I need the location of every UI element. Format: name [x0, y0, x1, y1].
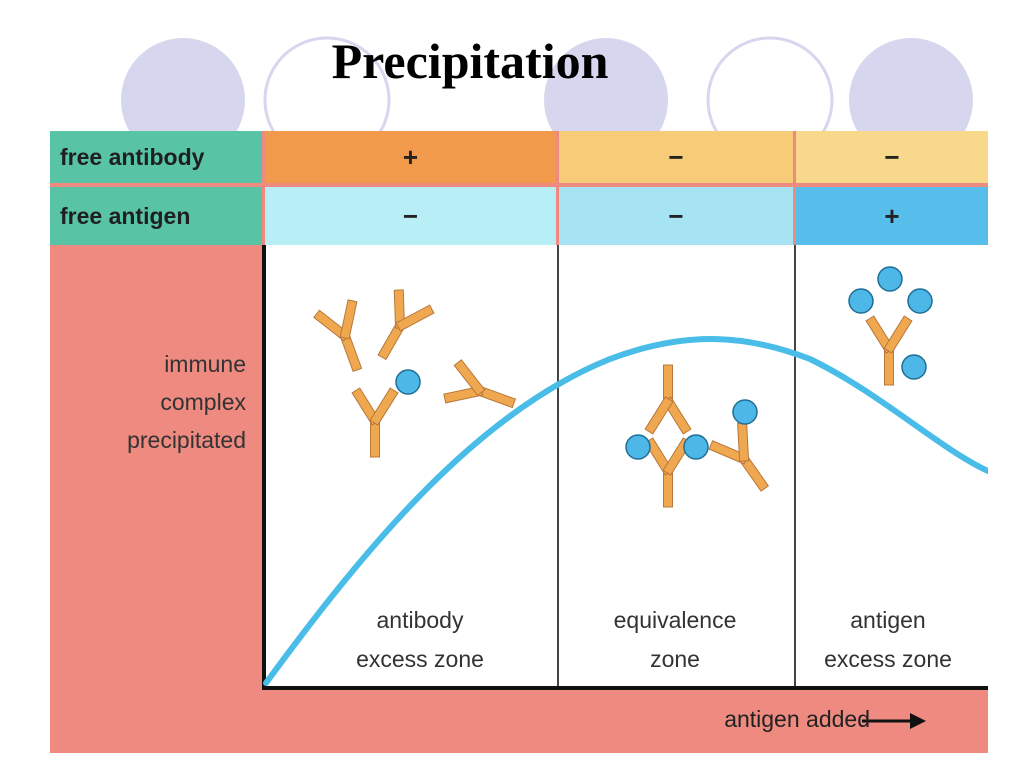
- zone-label-antigen-excess: antigen excess zone: [798, 601, 978, 679]
- zone-label-equivalence: equivalence zone: [565, 601, 785, 679]
- antigen-icon: [625, 434, 651, 460]
- antigen-cell-zone-2: −: [559, 187, 793, 245]
- antigen-icon: [395, 369, 421, 395]
- zone-label-antibody-excess: antibody excess zone: [310, 601, 530, 679]
- precipitation-diagram: free antibody + − − free antigen − − + i…: [50, 131, 988, 753]
- y-label-line-2: complex: [160, 389, 246, 415]
- zone-label-line-2: excess zone: [356, 646, 484, 672]
- x-axis-label: antigen added: [724, 706, 870, 732]
- precipitation-curve: [263, 336, 988, 686]
- y-label-line-3: precipitated: [127, 427, 246, 453]
- zone-label-line-1: equivalence: [613, 607, 737, 633]
- zone-label-line-2: zone: [650, 646, 700, 672]
- antibody-cell-zone-3: −: [796, 131, 988, 183]
- slide-title: Precipitation: [331, 33, 609, 89]
- antigen-icon: [683, 434, 709, 460]
- antigen-cell-zone-1: −: [265, 187, 556, 245]
- y-axis-label: immune complex precipitated: [50, 345, 246, 459]
- zone-label-line-1: antigen: [850, 607, 926, 633]
- antigen-icon: [848, 288, 874, 314]
- plot-area: [262, 245, 988, 729]
- y-label-line-1: immune: [164, 351, 246, 377]
- antigen-cell-zone-3: +: [796, 187, 988, 245]
- row-label-free-antibody: free antibody: [50, 131, 262, 183]
- antigen-icon: [901, 354, 927, 380]
- zone-label-line-1: antibody: [376, 607, 464, 633]
- row-label-free-antigen: free antigen: [50, 187, 262, 245]
- arrow-head-icon: [910, 713, 926, 729]
- antigen-icon: [732, 399, 758, 425]
- antigen-icon: [907, 288, 933, 314]
- zone-label-line-2: excess zone: [824, 646, 952, 672]
- antigen-icon: [877, 266, 903, 292]
- plot-panel: [263, 245, 988, 686]
- antibody-cell-zone-1: +: [265, 131, 556, 183]
- antibody-cell-zone-2: −: [559, 131, 793, 183]
